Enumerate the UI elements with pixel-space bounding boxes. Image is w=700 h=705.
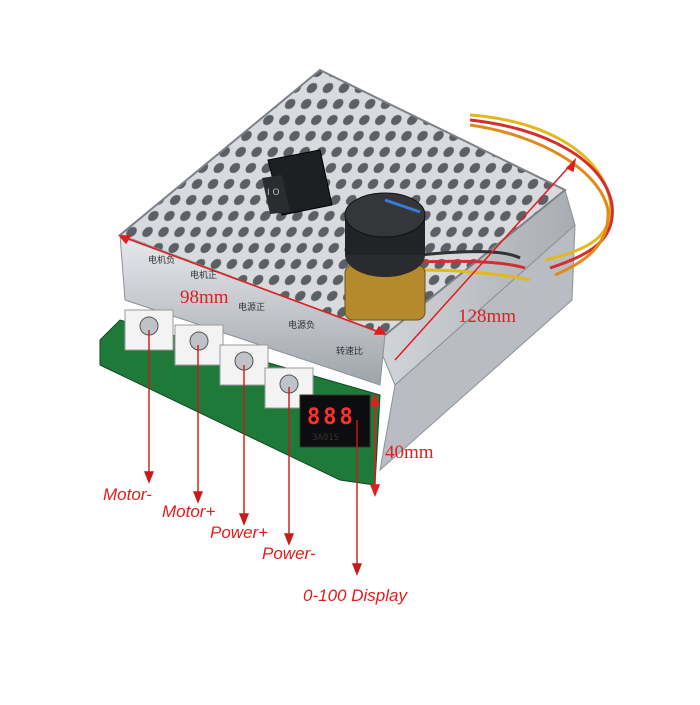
dimension-lines: [118, 157, 577, 498]
callout-leaders: [143, 330, 363, 576]
terminal-label-motor-pos-cn: 电机正: [190, 271, 218, 281]
potentiometer-knob: [344, 192, 426, 321]
depth-dimension-label: 128mm: [458, 306, 517, 327]
terminal-label-power-neg-cn: 电源负: [288, 321, 316, 331]
svg-text:I O: I O: [267, 188, 280, 198]
callout-display: 0-100 Display: [303, 586, 407, 605]
callout-motor-pos: Motor+: [162, 502, 216, 521]
width-dimension-label: 98mm: [180, 287, 229, 308]
display-digits: 888: [307, 405, 356, 430]
led-display: [299, 394, 371, 448]
callout-motor-neg: Motor-: [103, 485, 152, 504]
height-dimension-label: 40mm: [385, 442, 434, 463]
terminal-label-motor-neg-cn: 电机负: [148, 256, 176, 266]
callout-power-neg: Power-: [262, 544, 316, 563]
terminal-label-power-pos-cn: 电源正: [238, 303, 266, 313]
callout-power-pos: Power+: [210, 523, 269, 542]
rocker-switch: I O: [262, 149, 333, 216]
case-right-side-lower: [379, 223, 576, 472]
pcb-code: 3A01S: [312, 433, 340, 443]
terminal-label-speed-ratio-cn: 转速比: [336, 347, 364, 357]
